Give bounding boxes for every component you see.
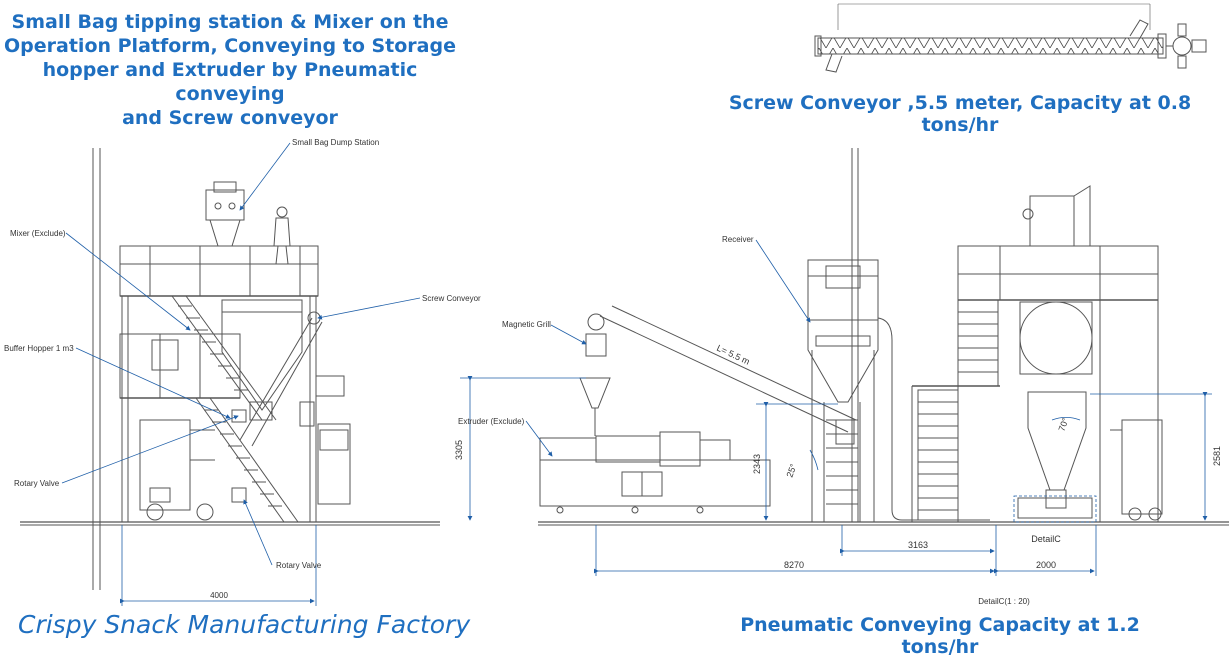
right-leaders: [525, 239, 811, 457]
dim-8270-text: 8270: [784, 560, 804, 570]
label-rotary-valve-bottom: Rotary Valve: [276, 561, 322, 570]
label-magnetic-grill: Magnetic Grill: [502, 320, 551, 329]
page-title: Small Bag tipping station & Mixer on the…: [0, 10, 460, 130]
dim-3163-text: 3163: [908, 540, 928, 550]
label-small-bag-dump-station: Small Bag Dump Station: [292, 138, 379, 147]
title-line-1: Small Bag tipping station & Mixer on the: [11, 11, 449, 33]
label-receiver: Receiver: [722, 235, 754, 244]
label-mixer: Mixer (Exclude): [10, 229, 66, 238]
dim-2581-text: 2581: [1212, 446, 1222, 466]
dim-2000-text: 2000: [1036, 560, 1056, 570]
label-buffer-hopper: Buffer Hopper 1 m3: [4, 344, 74, 353]
label-screw-conveyor: Screw Conveyor: [422, 294, 481, 303]
dim-2343-text: 2343: [752, 454, 762, 474]
left-elevation: [20, 148, 440, 590]
factory-caption: Crispy Snack Manufacturing Factory: [18, 610, 471, 639]
label-rotary-valve-left: Rotary Valve: [14, 479, 60, 488]
angle-25-text: 25°: [784, 462, 798, 479]
detail-c-scale-label: DetailC(1 : 20): [978, 597, 1030, 606]
screw-conveyor-drawing: [814, 3, 1207, 73]
right-dimensions: [460, 376, 1212, 576]
screw-conveyor-caption: Screw Conveyor ,5.5 meter, Capacity at 0…: [728, 92, 1192, 136]
title-line-4: and Screw conveyor: [122, 107, 338, 129]
title-line-2: Operation Platform, Conveying to Storage: [4, 35, 456, 57]
right-elevation: [538, 148, 1229, 526]
angle-70-text: 70°: [1056, 416, 1070, 433]
title-line-3: hopper and Extruder by Pneumatic conveyi…: [42, 59, 418, 105]
detail-c-label: DetailC: [1031, 534, 1061, 544]
dimension-4000: [120, 525, 317, 606]
left-leaders: [61, 142, 421, 566]
label-extruder: Extruder (Exclude): [458, 417, 525, 426]
dim-3305-text: 3305: [454, 440, 464, 460]
dim-4000-text: 4000: [210, 591, 228, 600]
